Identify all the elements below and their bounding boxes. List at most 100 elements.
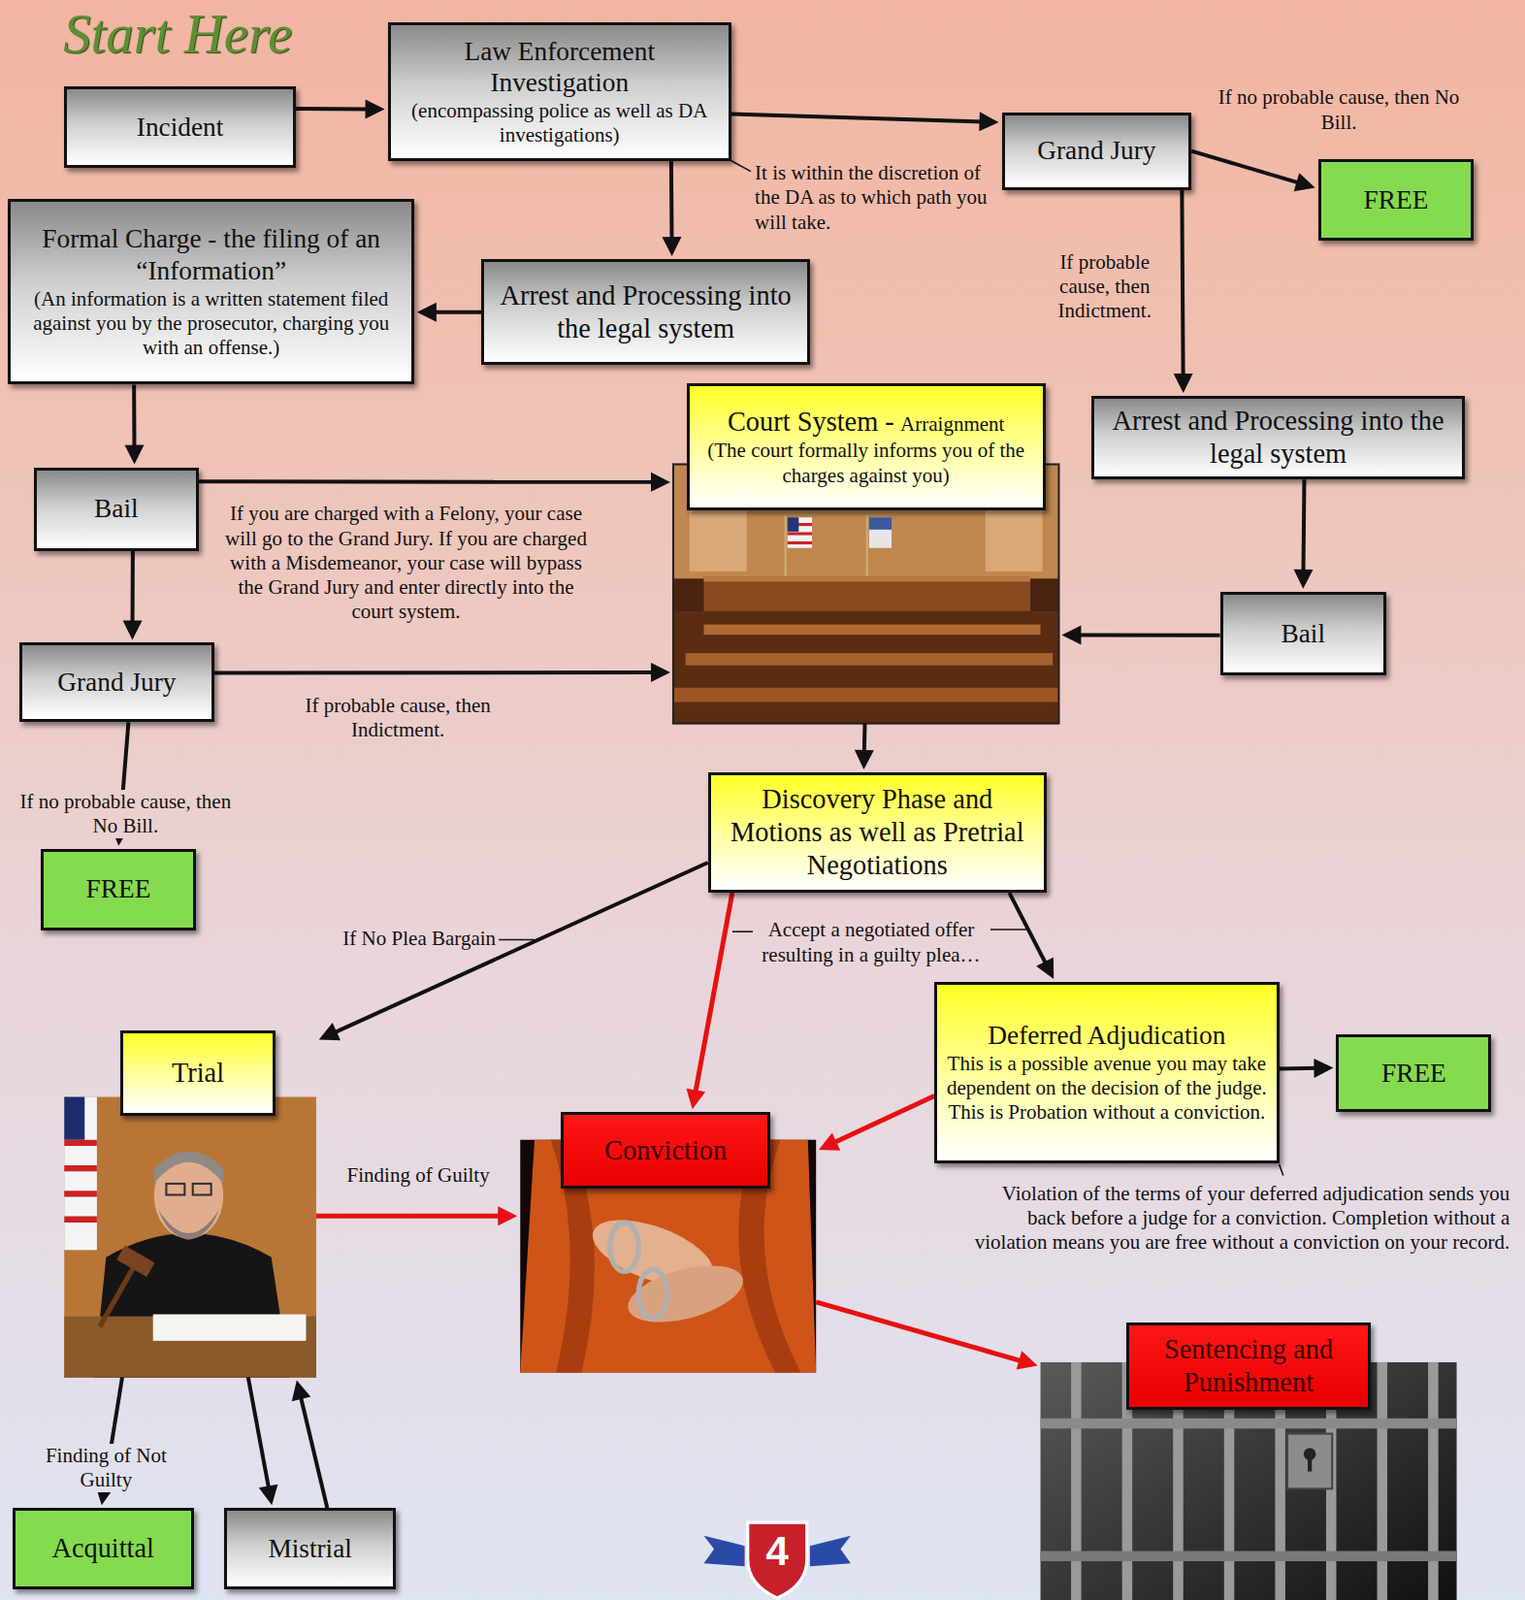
connector [1279,1058,1334,1078]
node-body: (encompassing police as well as DA inves… [398,98,721,148]
connector [1294,479,1314,589]
judge-photo [158,1208,220,1240]
text-group: Grand Jury [30,666,204,699]
node-title: Conviction [571,1134,760,1168]
judge-photo [64,1139,98,1146]
courtroom-photo [985,510,1043,572]
arrow-head [1294,569,1314,589]
judge-photo [154,1151,225,1184]
arrow-head [417,302,437,323]
text-group: Bail [1231,617,1376,650]
connector [731,111,1000,131]
process-box: Grand Jury [19,642,215,722]
connector-line [1191,151,1300,184]
connector [854,723,875,770]
node-title: Formal Charge - the filing of an “Inform… [18,223,403,288]
arrow-head [292,1379,311,1401]
sentencing-stage: Sentencing and Punishment [1040,1322,1458,1600]
leader-line [990,928,1029,931]
text-group: Grand Jury [1012,134,1182,167]
node-title: Law Enforcement Investigation [398,35,721,100]
node-title: Deferred Adjudication [944,1019,1268,1052]
connector [661,161,682,257]
arrow-head [365,98,386,119]
process-box: Incident [64,86,296,168]
outcome-box: FREE [1318,159,1475,241]
edge-label: If No Plea Bargain [318,926,498,951]
courtroom-photo [673,687,1059,703]
stage-label-box: Court System -Arraignment(The court form… [686,383,1046,510]
process-box: Law Enforcement Investigation(encompassi… [388,22,732,162]
stage-box: Deferred AdjudicationThis is a possible … [934,981,1279,1164]
arrow-head [661,236,682,257]
node-title: Incident [74,111,286,144]
edge-label: Accept a negotiated offer resulting in a… [752,917,990,967]
note: If you are charged with a Felony, your c… [224,501,587,624]
note: Violation of the terms of your deferred … [969,1181,1510,1256]
text-group: Incident [74,111,286,144]
judge-photo [64,1216,98,1223]
arrow-head [1061,624,1081,645]
courtroom-photo [787,517,800,532]
connector-line [669,161,675,241]
handcuffs-photo [621,1254,749,1332]
connector [685,892,732,1109]
courtroom-photo [787,541,812,545]
connector [124,384,144,464]
node-body: Arraignment [900,412,1005,436]
process-box: Bail [33,467,199,552]
text-group: Law Enforcement Investigation(encompassi… [398,35,721,149]
page-shield [810,1535,851,1567]
arrow-head [124,445,144,465]
arrow-head [1036,957,1054,979]
connector [818,1095,935,1150]
process-box: Mistrial [224,1507,396,1590]
judge-photo [64,1165,98,1171]
court-stage: Court System -Arraignment(The court form… [673,383,1059,723]
connector-line [316,1213,502,1219]
judge-photo [64,1190,98,1197]
judge-photo [193,1183,212,1196]
connector [248,1377,279,1506]
edge-label: Finding of Guilty [328,1163,509,1188]
node-title: Arrest and Processing into the legal sys… [1102,404,1455,471]
text-group: Conviction [571,1134,760,1168]
connector-line [131,384,136,449]
connector-line [1300,479,1306,574]
arrow-head [1173,373,1194,393]
page-shield [704,1522,851,1598]
connector [214,662,671,682]
judge-photo [64,1097,85,1140]
jail-cell-photo [1307,1457,1312,1472]
stage-label-box: Sentencing and Punishment [1126,1322,1371,1410]
judge-photo [99,1265,135,1327]
edge-label: If no probable cause, then No Bill. [1213,85,1464,134]
courtroom-photo [704,624,1041,636]
jail-cell-photo [1427,1362,1439,1600]
connector-line [295,106,370,111]
connector [198,472,671,492]
judge-photo [64,1097,317,1378]
process-box: Arrest and Processing into the legal sys… [481,259,811,365]
node-title: Sentencing and Punishment [1136,1332,1361,1399]
node-title: Acquittal [23,1531,184,1565]
leader-line [1279,1164,1284,1176]
node-title: Trial [130,1056,265,1090]
outcome-box: Acquittal [12,1507,195,1590]
text-group: Deferred AdjudicationThis is a possible … [944,1019,1268,1126]
stage-box: Discovery Phase and Motions as well as P… [708,772,1047,893]
connector [316,1205,518,1226]
handcuffs-photo [610,1222,639,1271]
courtroom-photo [685,652,1054,666]
connector-line [248,1377,269,1491]
edge-label: If probable cause, then Indictment. [1042,250,1168,325]
judge-photo [116,1245,155,1277]
arrow-head [497,1205,518,1226]
connector-line [1181,190,1183,378]
stage-label-box: Conviction [560,1111,771,1189]
connector [1061,624,1220,645]
text-group: FREE [1329,184,1464,217]
node-title: Arrest and Processing into the legal sys… [491,279,800,346]
jail-cell-photo [1287,1433,1332,1490]
page-shield [704,1535,746,1567]
